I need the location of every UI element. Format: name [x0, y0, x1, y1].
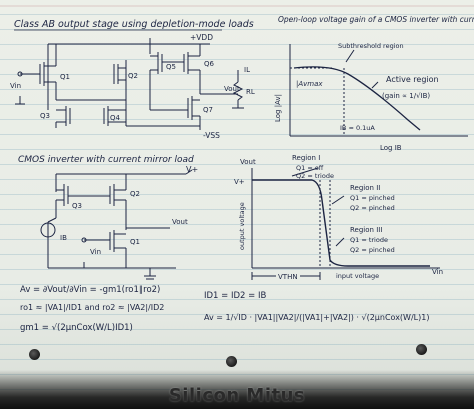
q4-label: Q4 [110, 114, 121, 122]
watermark: Silicon Mitus [168, 385, 306, 406]
q3-label: Q3 [40, 112, 50, 120]
transfer-plot [251, 167, 440, 280]
cmos-schematic [40, 169, 193, 280]
transfer-vplus-label: V+ [234, 178, 245, 186]
equation-id: ID1 = ID2 = IB [204, 291, 266, 301]
region2-q2: Q2 = pinched [350, 204, 395, 212]
gain-plot-axes [289, 44, 468, 137]
vin-label: Vin [10, 82, 21, 90]
transfer-ylabel: output voltage [238, 202, 246, 250]
rl-label: RL [246, 88, 255, 96]
q6-label: Q6 [204, 60, 215, 68]
punch-hole-right [416, 344, 427, 355]
vplus-label: V+ [186, 165, 198, 174]
cmos-q2-label: Q2 [130, 190, 140, 198]
region3-q1: Q1 = triode [350, 236, 388, 244]
equation-ro: ro1 ≈ |VA1|/ID1 and ro2 ≈ |VA2|/ID2 [20, 303, 164, 312]
region3-q2: Q2 = pinched [350, 246, 395, 254]
transfer-vout-label: Vout [240, 158, 256, 166]
vss-label: -VSS [203, 131, 220, 140]
region1-q2: Q2 = triode [296, 172, 334, 180]
cmos-title: CMOS inverter with current mirror load [18, 155, 194, 165]
cmos-vin-label: Vin [90, 248, 101, 256]
q5-label: Q5 [166, 63, 176, 71]
punch-hole-center [226, 356, 237, 367]
vout-label: Vout [224, 85, 240, 93]
gain-ylabel: Log |Av| [274, 94, 282, 122]
cmos-q1-label: Q1 [130, 238, 140, 246]
q7-label: Q7 [203, 106, 213, 114]
ib-label: IB [60, 234, 67, 242]
punch-hole-left [29, 349, 40, 360]
gain-expression: (gain ∝ 1/√IB) [382, 92, 430, 100]
cmos-q3-label: Q3 [72, 202, 82, 210]
equation-av: Av = ∂Vout/∂Vin = -gm1(ro1∥ro2) [20, 285, 160, 295]
region2-q1: Q1 = pinched [350, 194, 395, 202]
transfer-xlabel: input voltage [336, 272, 379, 280]
gain-xlabel: Log IB [380, 144, 402, 152]
active-region-label: Active region [386, 75, 439, 84]
equation-av2: Av = 1/√ID · |VA1||VA2|/(|VA1|+|VA2|) · … [204, 313, 429, 322]
vdd-label: +VDD [190, 33, 213, 42]
subthreshold-label: Subthreshold region [338, 42, 404, 50]
q2-label: Q2 [128, 72, 138, 80]
region1-label: Region I [292, 154, 320, 162]
cmos-vout-label: Vout [172, 218, 188, 226]
class-ab-schematic [15, 38, 244, 130]
vthn-label: VTHN [278, 273, 298, 281]
avmax-label: |Avmax [296, 80, 323, 88]
il-label: IL [244, 66, 250, 74]
region2-label: Region II [350, 184, 380, 192]
ib-point-label: IB ≈ 0.1uA [340, 124, 375, 132]
class-ab-title: Class AB output stage using depletion-mo… [14, 19, 254, 30]
region3-label: Region III [350, 226, 382, 234]
gain-plot-title: Open-loop voltage gain of a CMOS inverte… [278, 15, 474, 24]
q1-label: Q1 [60, 73, 70, 81]
region1-q1: Q1 = off [296, 164, 324, 172]
transfer-vin-label: Vin [432, 268, 443, 276]
bottom-shadow [0, 370, 474, 409]
equation-gm: gm1 = √(2μnCox(W/L)ID1) [20, 323, 133, 333]
